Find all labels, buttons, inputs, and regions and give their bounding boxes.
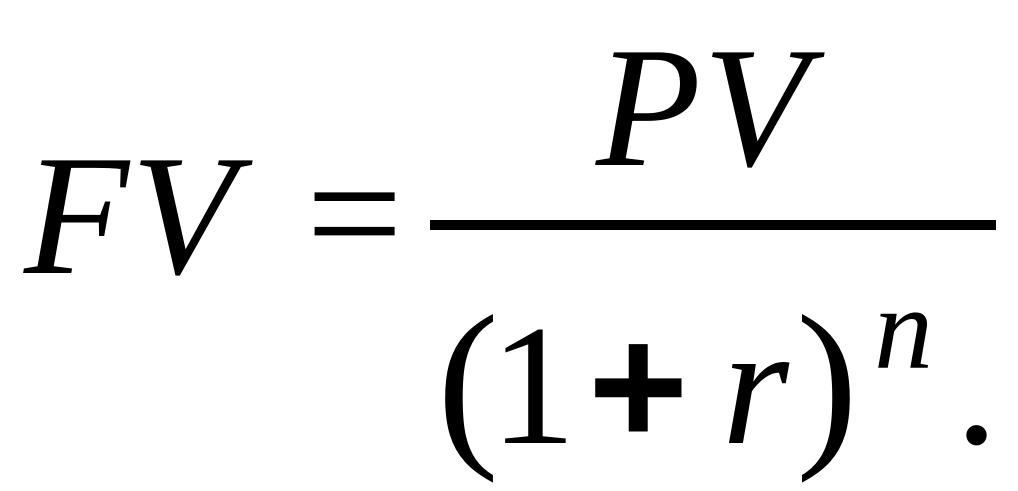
denominator-rate: r <box>722 291 789 481</box>
denominator-one: 1 <box>490 291 576 481</box>
equals-sign: = <box>306 119 404 309</box>
denominator-plus: + <box>588 290 689 482</box>
fraction-bar <box>430 220 996 230</box>
trailing-period: . <box>955 291 998 481</box>
denominator-exponent: n <box>874 263 933 394</box>
fraction-numerator: PV <box>596 13 811 203</box>
denominator-open-paren: ( <box>437 278 499 484</box>
denominator-close-paren: ) <box>796 278 858 484</box>
formula-lhs: FV <box>24 121 239 311</box>
